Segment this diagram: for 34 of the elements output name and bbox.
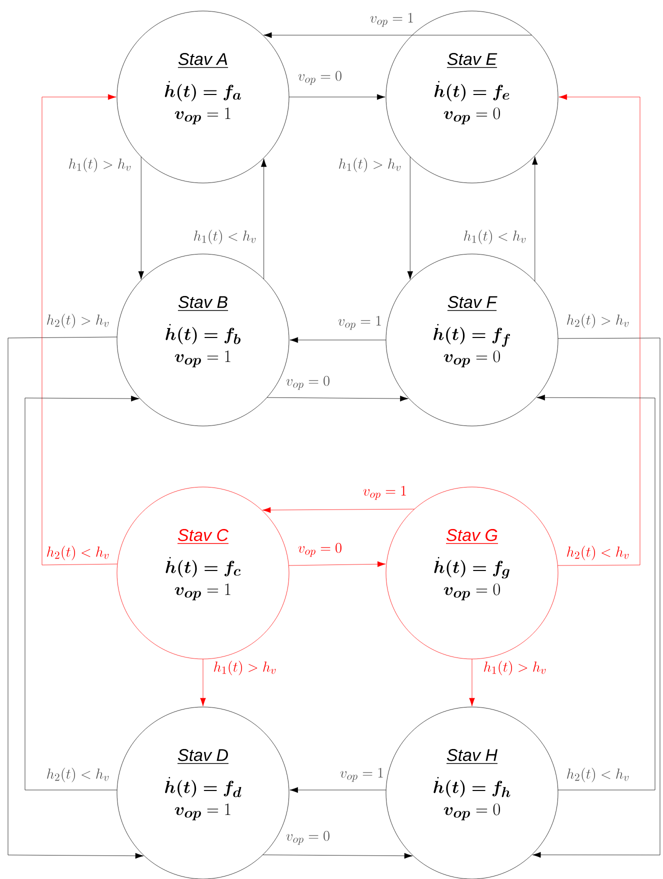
arrow: [536, 394, 656, 790]
arrow: [469, 658, 475, 706]
arrow: [532, 156, 538, 282]
edge-label: $h_1(t)<h_v$: [192, 228, 258, 246]
edge-label: $v_{op}=0$: [296, 542, 344, 558]
edge-label: $v_{op}=1$: [338, 767, 386, 783]
edge-label: $h_1(t)>h_v$: [212, 660, 278, 676]
edge-label: $h_2(t)<h_v$: [565, 766, 631, 784]
arrow: [288, 561, 386, 567]
arrow: [138, 156, 144, 280]
edge-label: $h_2(t)<h_v$: [45, 766, 111, 784]
arrow: [263, 32, 532, 38]
edge-label: $h_2(t)>h_v$: [565, 312, 631, 330]
arrow: [200, 658, 206, 706]
arrow: [42, 94, 118, 566]
arrow: [290, 787, 386, 793]
arrow: [557, 94, 640, 566]
arrow: [260, 158, 267, 280]
arrow: [532, 338, 660, 858]
arrow: [262, 852, 413, 859]
edge-label: $h_2(t)<h_v$: [45, 544, 111, 562]
edge-label: $h_2(t)<h_v$: [565, 544, 631, 562]
arrow: [288, 94, 386, 100]
arrow: [262, 507, 415, 513]
edge-label: $h_1(t)<h_v$: [462, 228, 528, 246]
edge-label: $v_{op}=0$: [296, 70, 344, 86]
arrow: [266, 396, 408, 402]
edge-label: $v_{op}=1$: [336, 315, 384, 331]
edge-label: $h_1(t)>h_v$: [482, 660, 548, 676]
arrow: [24, 396, 140, 790]
arrow: [407, 156, 413, 280]
arrow: [290, 337, 386, 343]
arrow: [8, 336, 144, 859]
edge-label: $h_2(t)>h_v$: [45, 312, 111, 330]
